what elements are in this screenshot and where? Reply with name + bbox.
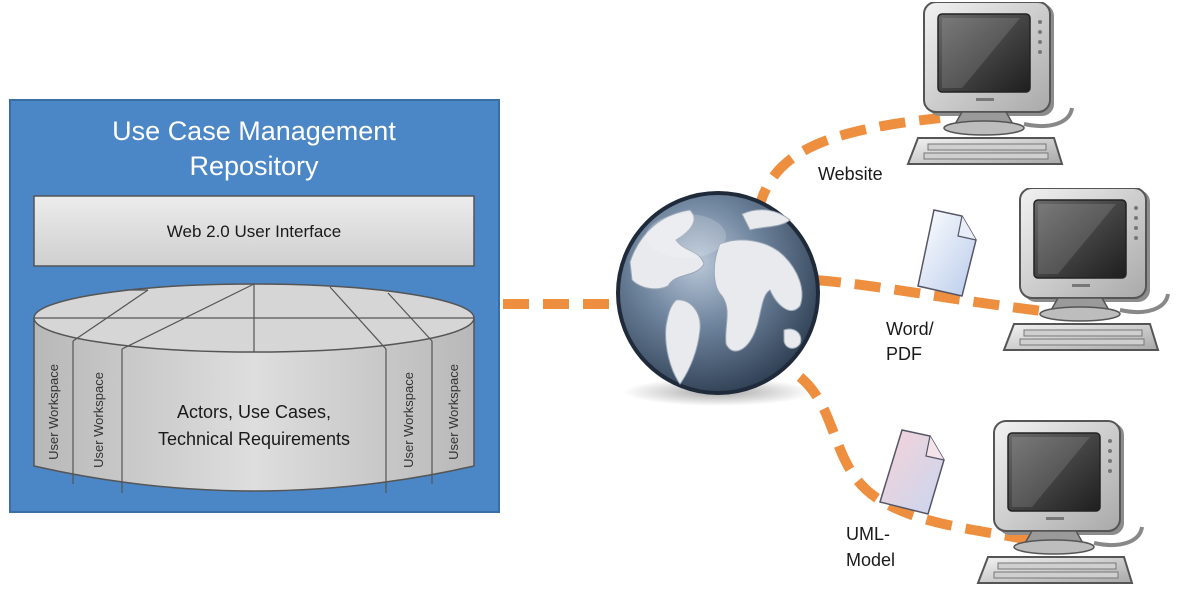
connectors [503, 113, 1051, 545]
computer-icon-word-pdf [1002, 188, 1170, 352]
repository: Use Case Management Repository Web 2.0 U… [9, 99, 500, 513]
repository-title-line1: Use Case Management [112, 116, 396, 146]
connector-word-pdf [814, 275, 1051, 317]
workspace-label-2: User Workspace [91, 372, 106, 468]
computer-icon-uml-model [978, 421, 1142, 583]
connector-website [753, 113, 941, 215]
ui-layer-label: Web 2.0 User Interface [167, 222, 342, 241]
workspace-label-4: User Workspace [446, 364, 461, 460]
workspace-label-3: User Workspace [401, 372, 416, 468]
connection-label-word-pdf-line1: Word/ [886, 319, 934, 339]
workspace-label-1: User Workspace [46, 364, 61, 460]
globe-icon [616, 191, 820, 406]
ui-layer-box [33, 195, 475, 267]
connection-label-word-pdf-line2: PDF [886, 344, 922, 364]
repository-title-line2: Repository [189, 151, 319, 181]
database-cylinder: User Workspace User Workspace User Works… [33, 283, 475, 493]
document-icon-word-pdf [917, 209, 977, 297]
repository-content-line1: Actors, Use Cases, [177, 402, 331, 422]
repository-content-line2: Technical Requirements [158, 429, 350, 449]
connection-label-website: Website [818, 164, 883, 184]
connection-label-uml-line1: UML- [846, 524, 890, 544]
computer-icon-website [906, 2, 1074, 166]
connector-uml-model [796, 373, 1031, 545]
connection-label-uml-line2: Model [846, 550, 895, 570]
document-icon-uml-model [879, 429, 945, 515]
